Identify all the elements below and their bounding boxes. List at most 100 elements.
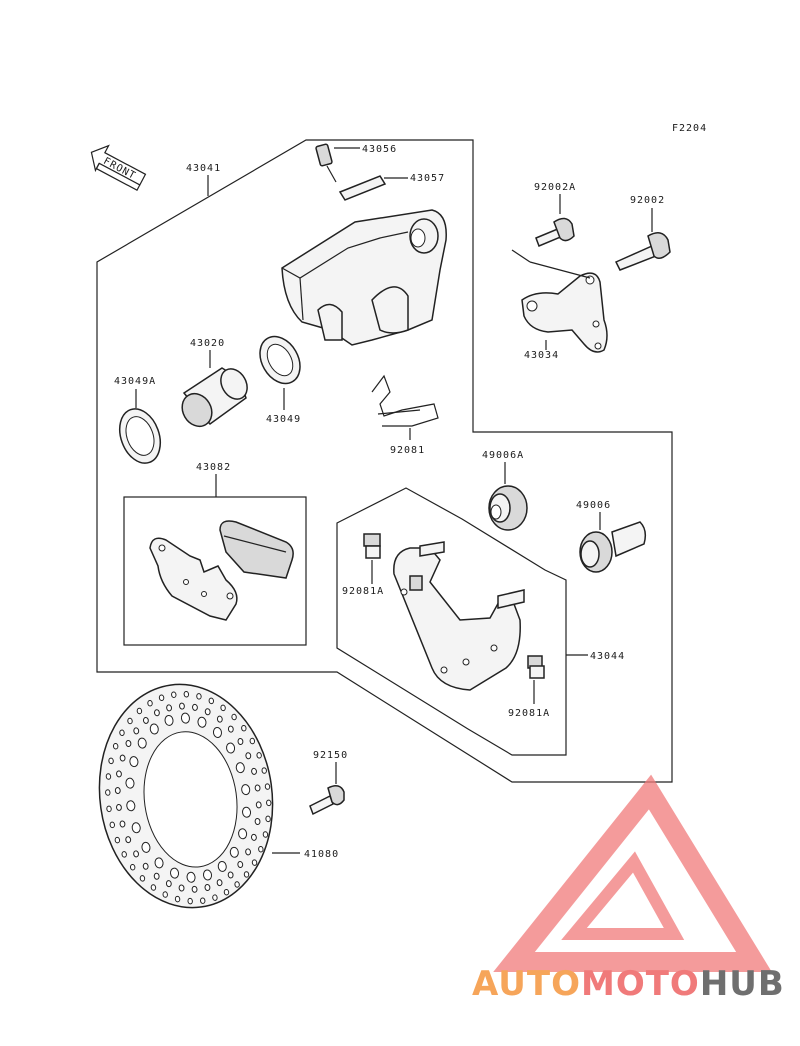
- disc-hole: [141, 841, 151, 853]
- disc-hole: [136, 707, 143, 715]
- disc-hole: [119, 729, 125, 737]
- disc-hole: [162, 891, 168, 898]
- disc-hole: [264, 783, 271, 790]
- disc-hole: [241, 784, 251, 796]
- disc-hole: [265, 815, 271, 823]
- brake-disc: [98, 683, 274, 909]
- disc-hole: [261, 767, 267, 774]
- disc-hole: [237, 861, 244, 869]
- disc-hole: [216, 715, 223, 723]
- label-43034: 43034: [524, 350, 559, 361]
- disc-hole: [212, 727, 222, 738]
- disc-hole: [180, 712, 190, 724]
- disc-hole: [254, 818, 261, 825]
- brake-pad-right: [219, 520, 294, 579]
- bolt-92002A: [535, 217, 575, 247]
- disc-hole: [243, 871, 250, 878]
- label-43049: 43049: [266, 414, 301, 425]
- disc-hole: [105, 773, 112, 780]
- disc-hole: [119, 754, 126, 762]
- disc-hole: [204, 884, 211, 891]
- disc-hole: [197, 716, 207, 728]
- disc-hole: [227, 725, 234, 733]
- watermark-logo: AUTOMOTOHUB: [472, 774, 785, 1004]
- disc-hole: [238, 828, 248, 840]
- disc-hole: [119, 820, 126, 828]
- disc-hole: [220, 704, 226, 712]
- disc-hole: [112, 742, 119, 750]
- disc-hole: [133, 727, 140, 735]
- disc-hole: [154, 709, 160, 717]
- brake-pad-left: [149, 537, 238, 621]
- disc-hole: [125, 740, 132, 747]
- piston-seal: [259, 335, 301, 385]
- disc-hole: [116, 803, 122, 811]
- disc-hole: [165, 880, 172, 888]
- disc-hole: [251, 767, 257, 775]
- disc-hole: [191, 885, 198, 893]
- disc-hole: [242, 806, 252, 818]
- disc-hole: [131, 822, 141, 834]
- disc-hole: [178, 884, 185, 892]
- disc-hole: [170, 867, 180, 879]
- disc-hole: [183, 691, 190, 698]
- disc-bolt: [309, 785, 345, 816]
- bleeder-valve: [315, 143, 337, 183]
- disc-hole: [212, 894, 218, 901]
- label-92150: 92150: [313, 750, 348, 761]
- disc-hole: [226, 742, 236, 754]
- disc-hole: [125, 777, 135, 789]
- label-43041: 43041: [186, 163, 221, 174]
- disc-hole: [137, 737, 147, 749]
- disc-hole: [187, 897, 193, 905]
- label-43020: 43020: [190, 338, 225, 349]
- pad-clip-bottom: [527, 655, 545, 679]
- disc-hole: [154, 857, 164, 869]
- caliper-assembly-outline: [96, 139, 673, 783]
- boot-49006: [579, 521, 647, 573]
- disc-hole: [171, 691, 177, 698]
- pad-pin: [338, 175, 387, 201]
- label-43049A: 43049A: [114, 376, 156, 387]
- caliper-support: [393, 541, 525, 691]
- disc-hole: [234, 881, 240, 888]
- label-49006: 49006: [576, 500, 611, 511]
- label-43082: 43082: [196, 462, 231, 473]
- disc-hole: [127, 717, 133, 725]
- label-41080: 41080: [304, 849, 339, 860]
- disc-hole: [153, 872, 160, 880]
- label-43044: 43044: [590, 651, 625, 662]
- disc-hole: [227, 871, 234, 879]
- disc-hole: [116, 770, 122, 778]
- disc-hole: [249, 737, 256, 745]
- disc-hole: [129, 756, 139, 768]
- disc-hole: [200, 897, 206, 904]
- label-92081A-top: 92081A: [342, 586, 384, 597]
- disc-hole: [147, 699, 153, 707]
- bolt-92002: [614, 232, 671, 271]
- label-92002: 92002: [630, 195, 665, 206]
- disc-hole: [204, 708, 211, 716]
- front-arrow-icon: FRONT: [90, 144, 147, 191]
- disc-hole: [105, 789, 111, 796]
- disc-hole: [229, 846, 239, 858]
- figure-code: F2204: [672, 123, 707, 134]
- disc-hole: [231, 713, 237, 721]
- support-assembly-outline: [336, 487, 567, 756]
- disc-hole: [256, 752, 262, 759]
- disc-hole: [254, 784, 261, 792]
- disc-hole: [245, 752, 252, 760]
- disc-hole: [217, 860, 227, 872]
- disc-hole: [158, 694, 165, 701]
- label-92081: 92081: [390, 445, 425, 456]
- disc-hole: [216, 879, 223, 887]
- dust-seal: [118, 408, 162, 464]
- disc-hole: [126, 800, 136, 812]
- disc-hole: [235, 762, 245, 774]
- disc-hole: [125, 836, 132, 844]
- disc-hole: [255, 801, 262, 809]
- caliper-piston: [181, 367, 248, 428]
- watermark-text: AUTOMOTOHUB: [472, 964, 785, 1004]
- label-43057: 43057: [410, 173, 445, 184]
- boot-49006A: [488, 485, 528, 531]
